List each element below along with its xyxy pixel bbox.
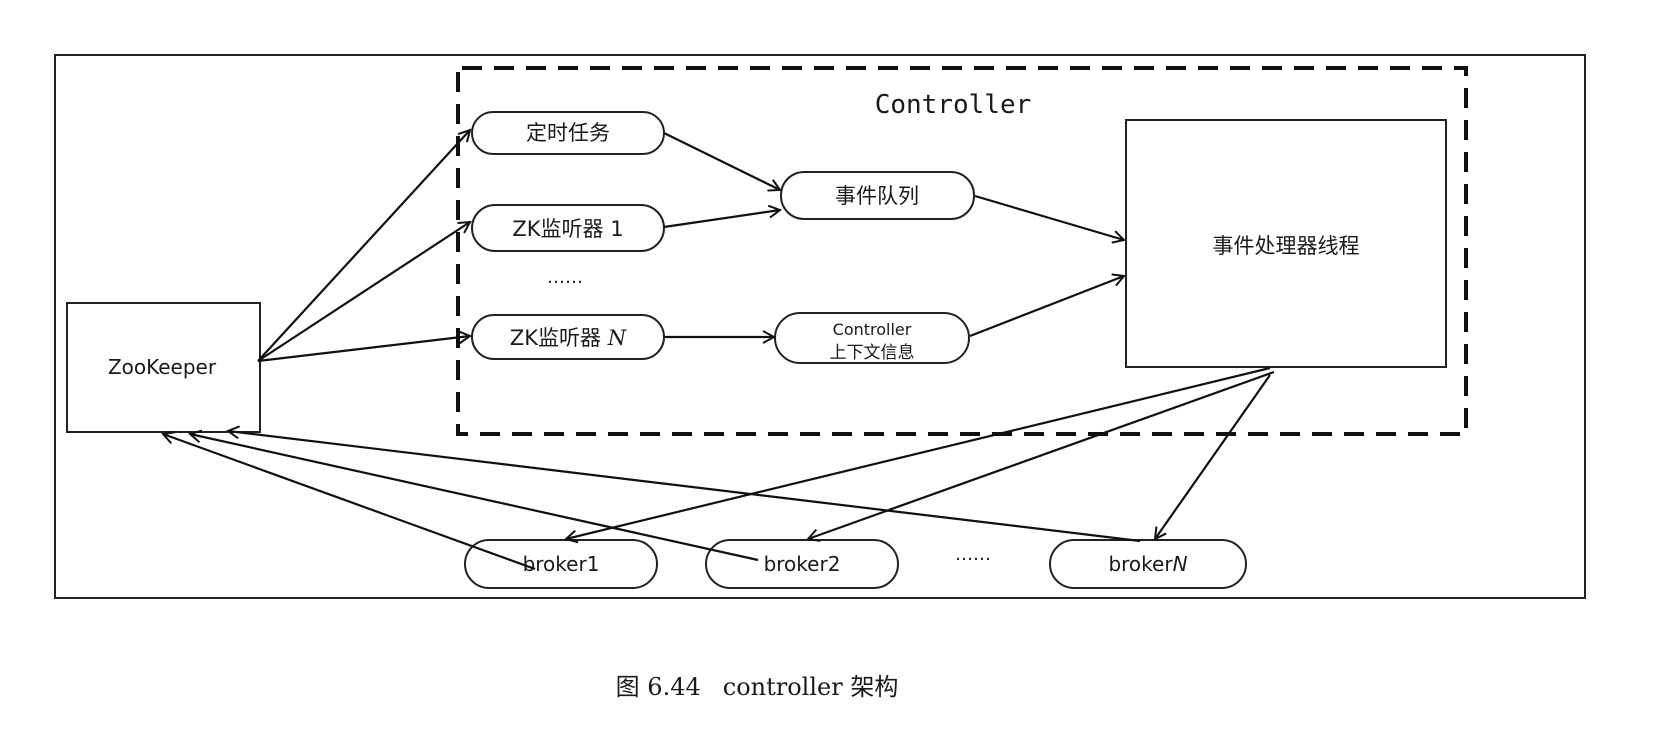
edge-zookeeper-zk-listener-n xyxy=(257,336,470,363)
edge-event-queue-event-processor xyxy=(974,194,1124,240)
timer-task-node: 定时任务 xyxy=(471,111,665,155)
controller-context-line2: 上下文信息 xyxy=(830,343,915,363)
timer-task-label: 定时任务 xyxy=(526,121,610,145)
sources-ellipsis: …… xyxy=(547,267,583,288)
broker2-label: broker2 xyxy=(764,552,841,576)
broker2-node: broker2 xyxy=(705,539,899,589)
zk-listener-n-node: ZK监听器 N xyxy=(471,314,665,360)
zookeeper-label: ZooKeeper xyxy=(108,355,217,379)
controller-boundary xyxy=(456,66,1468,436)
brokerN-label: brokerN xyxy=(1108,552,1187,576)
edge-timer-task-event-queue xyxy=(663,132,780,190)
broker1-label: broker1 xyxy=(523,552,600,576)
edge-controller-context-event-processor xyxy=(969,276,1124,338)
brokerN-node: brokerN xyxy=(1049,539,1247,589)
edge-brokerN-zookeeper xyxy=(228,431,1141,543)
edge-broker1-zookeeper xyxy=(163,434,536,571)
edge-zookeeper-timer-task xyxy=(257,130,470,362)
event-queue-label: 事件队列 xyxy=(835,184,919,208)
controller-label: Controller xyxy=(875,90,1032,120)
zk-listener-n-label: ZK监听器 N xyxy=(510,326,627,350)
figure-caption: 图 6.44 controller 架构 xyxy=(616,673,899,701)
figure-title: controller 架构 xyxy=(723,673,899,701)
edge-zk-listener-1-event-queue xyxy=(663,210,780,229)
event-processor-label: 事件处理器线程 xyxy=(1213,234,1360,258)
controller-context-line1: Controller xyxy=(833,320,912,339)
event-processor-node: 事件处理器线程 xyxy=(1125,119,1447,368)
event-queue-node: 事件队列 xyxy=(780,171,975,220)
edge-zookeeper-zk-listener-1 xyxy=(257,222,470,362)
zk-listener-1-label: ZK监听器 1 xyxy=(512,217,623,241)
edge-event-processor-broker1 xyxy=(566,366,1271,539)
controller-context-node: Controller 上下文信息 xyxy=(774,312,970,364)
figure-number: 图 6.44 xyxy=(616,673,701,701)
broker1-node: broker1 xyxy=(464,539,658,589)
zookeeper-node: ZooKeeper xyxy=(66,302,261,433)
edge-broker2-zookeeper xyxy=(190,434,759,562)
zk-listener-1-node: ZK监听器 1 xyxy=(471,204,665,252)
brokers-ellipsis: …… xyxy=(955,544,991,565)
edge-event-processor-brokerN xyxy=(1155,374,1271,539)
